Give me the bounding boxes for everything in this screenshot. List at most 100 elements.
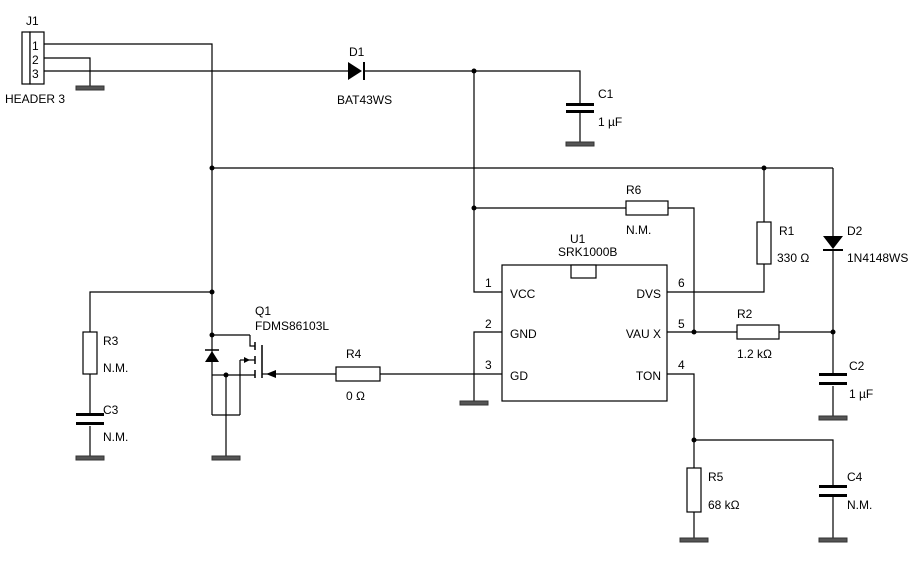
u1-pin-gnd: GND: [510, 327, 537, 341]
junction-dot: [209, 332, 215, 338]
q1-gate-arrow: [266, 370, 276, 378]
r5-resistor: R5 68 kΩ: [686, 467, 740, 513]
wire-r3-top: [89, 291, 212, 332]
r4-body: [335, 366, 381, 382]
r5-value: 68 kΩ: [708, 498, 740, 512]
c2-capacitor: C2 1 µF: [819, 359, 873, 401]
u1-chip: U1 SRK1000B VCC GND GD DVS VAU X TON 1 2…: [485, 232, 685, 402]
u1-value: SRK1000B: [558, 245, 617, 259]
wire-j1-pin2: [44, 57, 91, 86]
ground-symbol: [565, 141, 595, 147]
d2-ref: D2: [847, 224, 863, 238]
r4-value: 0 Ω: [346, 389, 365, 403]
u1-pin-vcc: VCC: [510, 287, 536, 301]
junction-dot: [830, 329, 836, 335]
d1-diode: D1 BAT43WS: [337, 45, 392, 107]
d1-triangle: [348, 62, 362, 80]
wire-c1-top: [474, 70, 581, 104]
q1-body-diode: [205, 351, 219, 362]
ground-symbols: [75, 85, 848, 543]
wire-vcc-net: [473, 71, 502, 293]
u1-notch: [570, 264, 597, 279]
u1-pin6-number: 6: [678, 276, 685, 290]
wire-r6-right: [668, 207, 695, 332]
junction-dots: [209, 68, 836, 443]
c4-value: N.M.: [847, 498, 872, 512]
u1-pin2-number: 2: [485, 317, 492, 331]
c2-plate-top: [819, 373, 847, 376]
c3-value: N.M.: [103, 430, 128, 444]
r1-value: 330 Ω: [777, 251, 809, 265]
j1-ref: J1: [26, 14, 39, 28]
q1-ref: Q1: [255, 304, 271, 318]
q1-drain-link: [249, 335, 255, 347]
d1-ref: D1: [349, 45, 365, 59]
c1-plate-bottom: [566, 110, 594, 113]
c4-plate-top: [819, 485, 847, 488]
r6-resistor: R6 N.M.: [625, 183, 669, 237]
wire-r1-dvs: [667, 264, 765, 293]
ground-symbol: [75, 455, 105, 461]
c4-capacitor: C4 N.M.: [819, 470, 872, 512]
j1-pin3-label: 3: [32, 67, 39, 81]
u1-pin1-number: 1: [485, 276, 492, 290]
r1-ref: R1: [779, 224, 795, 238]
u1-ref: U1: [570, 232, 586, 246]
ground-symbol: [679, 537, 709, 543]
r3-ref: R3: [103, 334, 119, 348]
ground-symbol: [459, 400, 489, 406]
junction-dot: [691, 437, 697, 443]
c1-capacitor: C1 1 µF: [566, 87, 622, 129]
d2-diode: D2 1N4148WS: [823, 224, 908, 265]
r5-body: [686, 467, 702, 513]
c2-ref: C2: [849, 359, 865, 373]
ground-symbol: [75, 85, 105, 91]
c1-plate-top: [566, 103, 594, 106]
junction-dot: [209, 165, 215, 171]
wire-gnd-pin: [473, 331, 502, 401]
c2-value: 1 µF: [849, 387, 873, 401]
q1-value: FDMS86103L: [255, 319, 329, 333]
j1-body: [21, 31, 31, 85]
r1-body: [756, 221, 772, 265]
r4-resistor: R4 0 Ω: [335, 347, 381, 403]
r3-resistor: R3 N.M.: [82, 331, 128, 375]
j1-header: J1 1 2 3 HEADER 3: [5, 14, 65, 106]
r6-value: N.M.: [626, 223, 651, 237]
u1-pin-vaux: VAU X: [626, 327, 661, 341]
d2-value: 1N4148WS: [847, 251, 908, 265]
junction-dot: [209, 289, 215, 295]
r1-resistor: R1 330 Ω: [756, 221, 809, 265]
r2-body: [736, 324, 780, 340]
j1-pin2-label: 2: [32, 53, 39, 67]
r3-body: [82, 331, 98, 375]
wire-ton: [667, 373, 695, 468]
u1-pin3-number: 3: [485, 358, 492, 372]
ground-symbol: [211, 455, 241, 461]
wire-j1-pin1: [44, 43, 213, 168]
c3-plate-bottom: [76, 422, 104, 425]
r6-ref: R6: [626, 183, 642, 197]
u1-pin-gd: GD: [510, 369, 528, 383]
c3-ref: C3: [103, 403, 119, 417]
junction-dot: [471, 68, 477, 74]
c4-ref: C4: [847, 470, 863, 484]
j1-value: HEADER 3: [5, 92, 65, 106]
ground-symbol: [818, 537, 848, 543]
r5-ref: R5: [708, 470, 724, 484]
c4-plate-bottom: [819, 494, 847, 497]
c3-plate-top: [76, 413, 104, 416]
c3-capacitor: C3 N.M.: [76, 403, 128, 444]
q1-mosfet: Q1 FDMS86103L: [205, 304, 329, 378]
r3-value: N.M.: [103, 361, 128, 375]
d2-triangle: [823, 236, 843, 249]
u1-body: [501, 264, 668, 402]
r4-ref: R4: [346, 347, 362, 361]
junction-dot: [691, 329, 697, 335]
d1-value: BAT43WS: [337, 93, 392, 107]
c2-plate-bottom: [819, 382, 847, 385]
q1-body-arrow: [244, 357, 250, 363]
c1-ref: C1: [598, 87, 614, 101]
junction-dot: [761, 165, 767, 171]
